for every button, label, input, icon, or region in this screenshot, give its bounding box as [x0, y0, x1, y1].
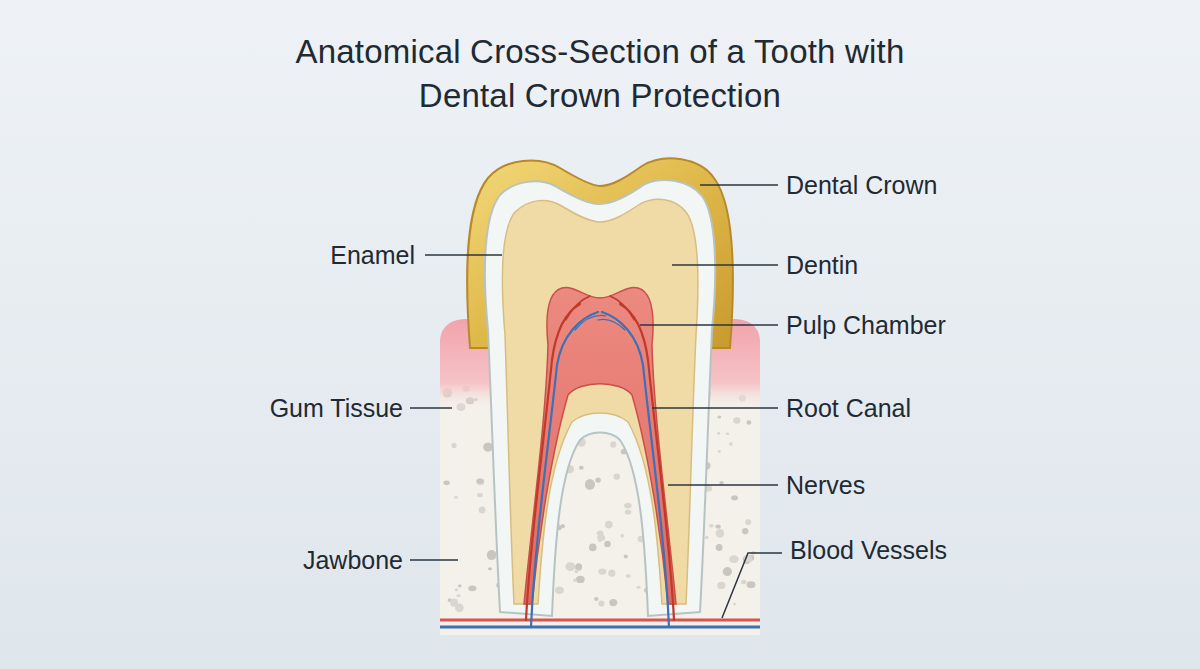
bone-dot [604, 541, 611, 548]
part-label: Pulp Chamber [786, 310, 946, 340]
part-label: Root Canal [786, 393, 911, 423]
bone-dot [624, 503, 632, 509]
bone-dot [443, 481, 449, 486]
part-label: Jawbone [303, 545, 403, 575]
part-label: Enamel [330, 240, 415, 270]
bone-dot [636, 586, 640, 589]
bone-dot [625, 509, 631, 514]
bone-dot [595, 477, 601, 482]
bone-dot [717, 582, 725, 589]
bone-dot [717, 415, 721, 418]
blood-vessel [440, 626, 760, 629]
bone-dot [709, 524, 714, 528]
title: Anatomical Cross-Section of a Tooth with… [280, 30, 920, 118]
bone-dot [717, 432, 720, 435]
bone-dot [597, 531, 604, 536]
bone-dot [729, 442, 733, 446]
bone-dot [624, 554, 628, 558]
bone-dot [745, 519, 751, 525]
bone-dot [585, 479, 595, 490]
part-label: Gum Tissue [270, 393, 403, 423]
bone-dot [589, 544, 597, 552]
bone-dot [718, 450, 721, 453]
bone-dot [719, 481, 723, 485]
bone-dot [458, 584, 462, 587]
bone-dot [715, 524, 720, 528]
bone-dot [742, 528, 748, 534]
bone-dot [626, 574, 631, 578]
bone-dot [483, 443, 493, 452]
bone-dot [477, 493, 483, 497]
bone-dot [705, 536, 709, 540]
bone-dot [729, 555, 738, 563]
bone-dot [454, 496, 458, 499]
bone-dot [608, 570, 615, 577]
bone-dot [576, 576, 585, 583]
bone-dot [477, 479, 484, 484]
bone-dot [723, 567, 732, 576]
bone-dot [613, 473, 620, 479]
bone-dot [731, 495, 738, 500]
bone-dot [468, 585, 476, 591]
bone-dot [747, 420, 752, 424]
bone-dot [455, 588, 459, 591]
bone-dot [573, 578, 577, 582]
bone-dot [561, 524, 565, 528]
blood-vessel [440, 619, 760, 622]
bone-dot [610, 441, 616, 447]
bone-dot [726, 433, 730, 435]
part-label: Dentin [786, 250, 858, 280]
bone-dot [487, 550, 497, 560]
bone-dot [555, 586, 564, 594]
bone-dot [747, 581, 756, 588]
bone-dot [575, 569, 579, 573]
bone-dot [488, 567, 492, 570]
bone-dot [716, 544, 723, 551]
bone-dot [598, 569, 606, 575]
bone-dot [451, 443, 456, 448]
bone-dot [598, 600, 604, 606]
pulp-vessels [526, 296, 674, 627]
leader-lines [410, 185, 782, 618]
bone-dot [716, 529, 724, 538]
bone-dot [605, 521, 613, 529]
bone-dot [450, 599, 458, 607]
bone-dot [609, 599, 617, 606]
bone-dot [579, 466, 584, 470]
bone-dot [733, 417, 740, 424]
bone-dot [594, 597, 598, 601]
part-label: Blood Vessels [790, 535, 947, 565]
bone-dot [598, 540, 601, 543]
enamel-shape [485, 180, 715, 616]
bone-dot [456, 594, 460, 597]
part-label: Nerves [786, 470, 865, 500]
bone-dot [733, 603, 736, 606]
part-label: Dental Crown [786, 170, 937, 200]
bone-dot [565, 562, 575, 571]
bone-dot [479, 507, 486, 514]
bone-dot [620, 534, 624, 538]
bone-dot [476, 478, 484, 485]
bone-dot [741, 580, 747, 584]
